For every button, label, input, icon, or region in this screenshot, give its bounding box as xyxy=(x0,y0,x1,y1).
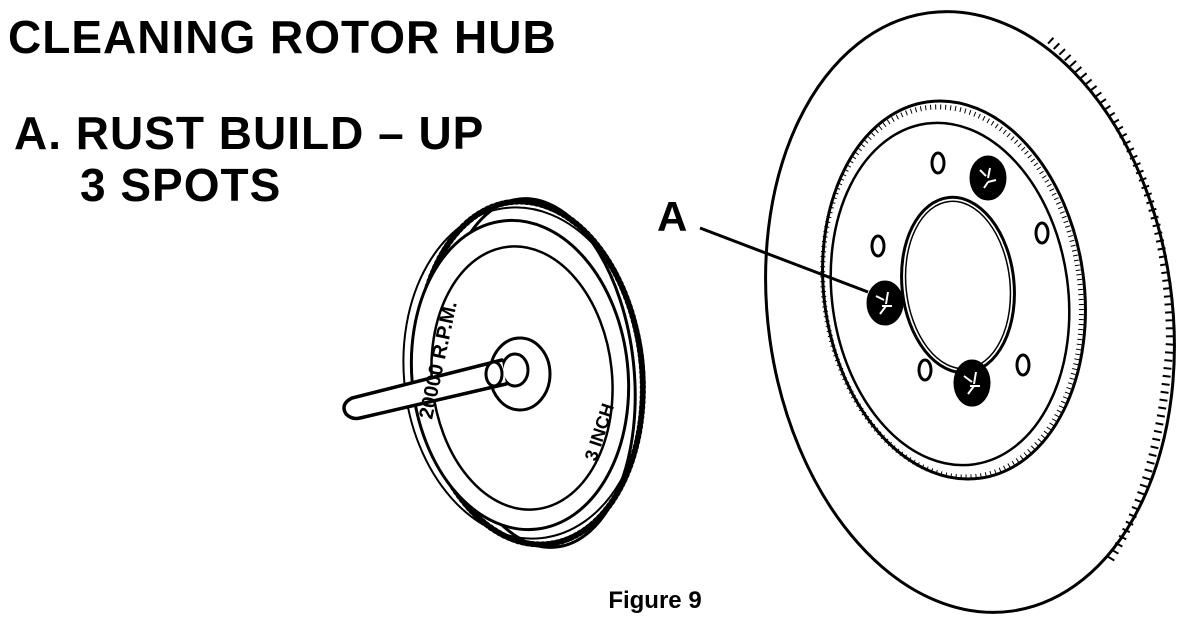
brake-rotor xyxy=(764,10,1176,614)
item-a-text: RUST BUILD – UP xyxy=(75,107,485,159)
rust-spot-top xyxy=(969,155,1007,201)
rust-spot-left xyxy=(866,280,904,326)
callout-leader-line xyxy=(699,226,869,294)
item-a-line2: 3 SPOTS xyxy=(80,159,282,211)
item-a-line1: A. RUST BUILD – UP xyxy=(14,110,484,156)
item-a-label: A. xyxy=(14,107,62,159)
callout-a: A xyxy=(657,193,688,240)
sanding-pad xyxy=(342,197,646,549)
figure-caption: Figure 9 xyxy=(608,587,702,614)
rust-spot-bottom xyxy=(953,359,991,407)
diagram-title: CLEANING ROTOR HUB xyxy=(8,11,557,63)
